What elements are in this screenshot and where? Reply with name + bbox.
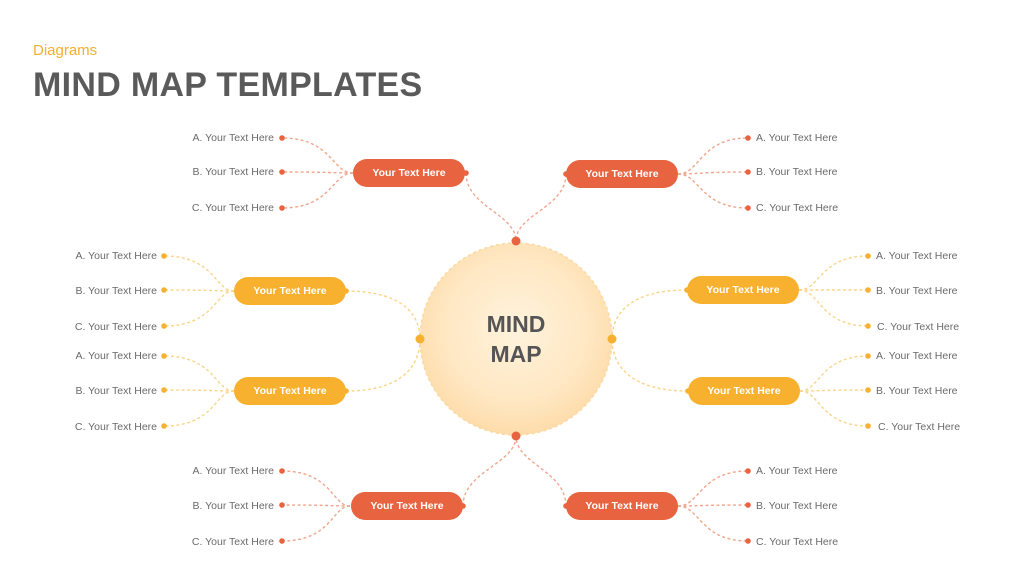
dot-bottom-right-leaf-0 xyxy=(745,468,751,474)
leaf-upper-right-b: B. Your Text Here xyxy=(876,285,958,297)
center-label-line2: MAP xyxy=(490,341,542,367)
branch-lower-left[interactable]: Your Text Here xyxy=(234,377,346,405)
connector-lower-left-leaf-2 xyxy=(163,390,235,427)
dot-upper-right-leaf-1 xyxy=(865,287,871,293)
connector-top-right-leaf-2 xyxy=(677,173,749,209)
branch-bottom-left[interactable]: Your Text Here xyxy=(351,492,463,520)
leaf-upper-right-c: C. Your Text Here xyxy=(877,321,960,333)
dot-bottom-right-leaf-2 xyxy=(745,538,751,544)
dot-upper-right-leaf-2 xyxy=(865,323,871,329)
page-title: MIND MAP TEMPLATES xyxy=(33,66,423,104)
connector-top-right-leaf-0 xyxy=(677,137,749,175)
connector-bottom-right-hub xyxy=(515,435,567,507)
hub-right-dot xyxy=(607,334,617,344)
dot-bottom-left-leaf-0 xyxy=(279,468,285,474)
connector-top-right-hub xyxy=(515,173,567,242)
center-label-line1: MIND xyxy=(486,311,546,337)
leaf-upper-left-c: C. Your Text Here xyxy=(74,321,157,333)
connector-bottom-left-hub xyxy=(462,435,517,507)
connector-lower-left-leaf-0 xyxy=(163,355,235,392)
dot-lower-left-leaf-1 xyxy=(161,387,167,393)
connector-upper-left-leaf-0 xyxy=(163,255,235,292)
connector-upper-right-hub xyxy=(611,289,688,340)
dot-lower-right-leaf-0 xyxy=(865,353,871,359)
leaf-lower-right-c: C. Your Text Here xyxy=(878,421,961,433)
dot-top-left-leaf-1 xyxy=(279,169,285,175)
dot-top-right-leaf-0 xyxy=(745,135,751,141)
connector-bottom-left-leaf-2 xyxy=(281,505,351,542)
connector-top-left-leaf-1 xyxy=(281,171,354,174)
leaf-upper-left-b: B. Your Text Here xyxy=(75,285,157,297)
dot-bottom-left-leaf-1 xyxy=(279,502,285,508)
connector-lower-right-leaf-2 xyxy=(799,390,869,427)
leaf-bottom-right-b: B. Your Text Here xyxy=(756,500,838,512)
leaf-bottom-left-b: B. Your Text Here xyxy=(192,500,274,512)
leaf-lower-left-b: B. Your Text Here xyxy=(75,385,157,397)
connector-lower-right-leaf-0 xyxy=(799,355,869,392)
leaf-bottom-right-c: C. Your Text Here xyxy=(756,536,839,548)
dot-top-right-leaf-1 xyxy=(745,169,751,175)
center-label: MIND MAP xyxy=(465,309,567,369)
dot-bottom-left-leaf-2 xyxy=(279,538,285,544)
connector-top-left-leaf-2 xyxy=(281,172,354,209)
leaf-lower-right-a: A. Your Text Here xyxy=(876,350,958,362)
leaf-top-right-b: B. Your Text Here xyxy=(756,166,838,178)
hub-top-dot xyxy=(511,236,521,246)
connector-lower-left-leaf-1 xyxy=(163,389,235,392)
dot-upper-left-leaf-0 xyxy=(161,253,167,259)
connector-lower-right-hub xyxy=(611,338,689,392)
hub-bottom-dot xyxy=(511,431,521,441)
connector-top-left-hub xyxy=(465,172,517,242)
connector-bottom-left-leaf-1 xyxy=(281,504,351,507)
dot-lower-left-leaf-2 xyxy=(161,423,167,429)
dot-top-left-leaf-0 xyxy=(279,135,285,141)
leaf-bottom-left-a: A. Your Text Here xyxy=(192,465,274,477)
leaf-top-right-c: C. Your Text Here xyxy=(756,202,839,214)
connector-upper-left-leaf-1 xyxy=(163,289,235,292)
connector-upper-left-leaf-2 xyxy=(163,290,235,327)
branch-top-right[interactable]: Your Text Here xyxy=(566,160,678,188)
dot-bottom-right-leaf-1 xyxy=(745,502,751,508)
dot-upper-left-leaf-1 xyxy=(161,287,167,293)
branch-upper-right[interactable]: Your Text Here xyxy=(687,276,799,304)
leaf-top-left-b: B. Your Text Here xyxy=(192,166,274,178)
connector-lower-left-hub xyxy=(345,338,421,392)
connector-lower-right-leaf-1 xyxy=(799,389,869,392)
dot-lower-right-leaf-1 xyxy=(865,387,871,393)
leaf-lower-left-c: C. Your Text Here xyxy=(74,421,157,433)
leaf-top-left-c: C. Your Text Here xyxy=(191,202,274,214)
connector-bottom-right-leaf-1 xyxy=(677,504,749,507)
leaf-bottom-left-c: C. Your Text Here xyxy=(191,536,274,548)
hub-left-dot xyxy=(415,334,425,344)
leaf-lower-left-a: A. Your Text Here xyxy=(75,350,157,362)
dot-upper-right-leaf-0 xyxy=(865,253,871,259)
branch-bottom-right[interactable]: Your Text Here xyxy=(566,492,678,520)
dot-top-right-leaf-2 xyxy=(745,205,751,211)
dot-lower-left-leaf-0 xyxy=(161,353,167,359)
branch-upper-left[interactable]: Your Text Here xyxy=(234,277,346,305)
dot-upper-left-leaf-2 xyxy=(161,323,167,329)
connector-upper-left-hub xyxy=(345,290,421,340)
leaf-upper-left-a: A. Your Text Here xyxy=(75,250,157,262)
leaf-upper-right-a: A. Your Text Here xyxy=(876,250,958,262)
dot-top-left-leaf-2 xyxy=(279,205,285,211)
leaf-bottom-right-a: A. Your Text Here xyxy=(756,465,838,477)
connector-bottom-right-leaf-2 xyxy=(677,505,749,542)
leaf-lower-right-b: B. Your Text Here xyxy=(876,385,958,397)
connector-top-left-leaf-0 xyxy=(281,137,354,174)
dot-lower-right-leaf-2 xyxy=(865,423,871,429)
connector-upper-right-leaf-0 xyxy=(798,255,869,291)
section-subtitle: Diagrams xyxy=(33,42,98,59)
leaf-top-left-a: A. Your Text Here xyxy=(192,132,274,144)
leaf-top-right-a: A. Your Text Here xyxy=(756,132,838,144)
connector-bottom-left-leaf-0 xyxy=(281,470,351,507)
connector-upper-right-leaf-2 xyxy=(798,289,869,327)
connector-top-right-leaf-1 xyxy=(677,171,749,175)
connector-bottom-right-leaf-0 xyxy=(677,470,749,507)
branch-lower-right[interactable]: Your Text Here xyxy=(688,377,800,405)
branch-top-left[interactable]: Your Text Here xyxy=(353,159,465,187)
